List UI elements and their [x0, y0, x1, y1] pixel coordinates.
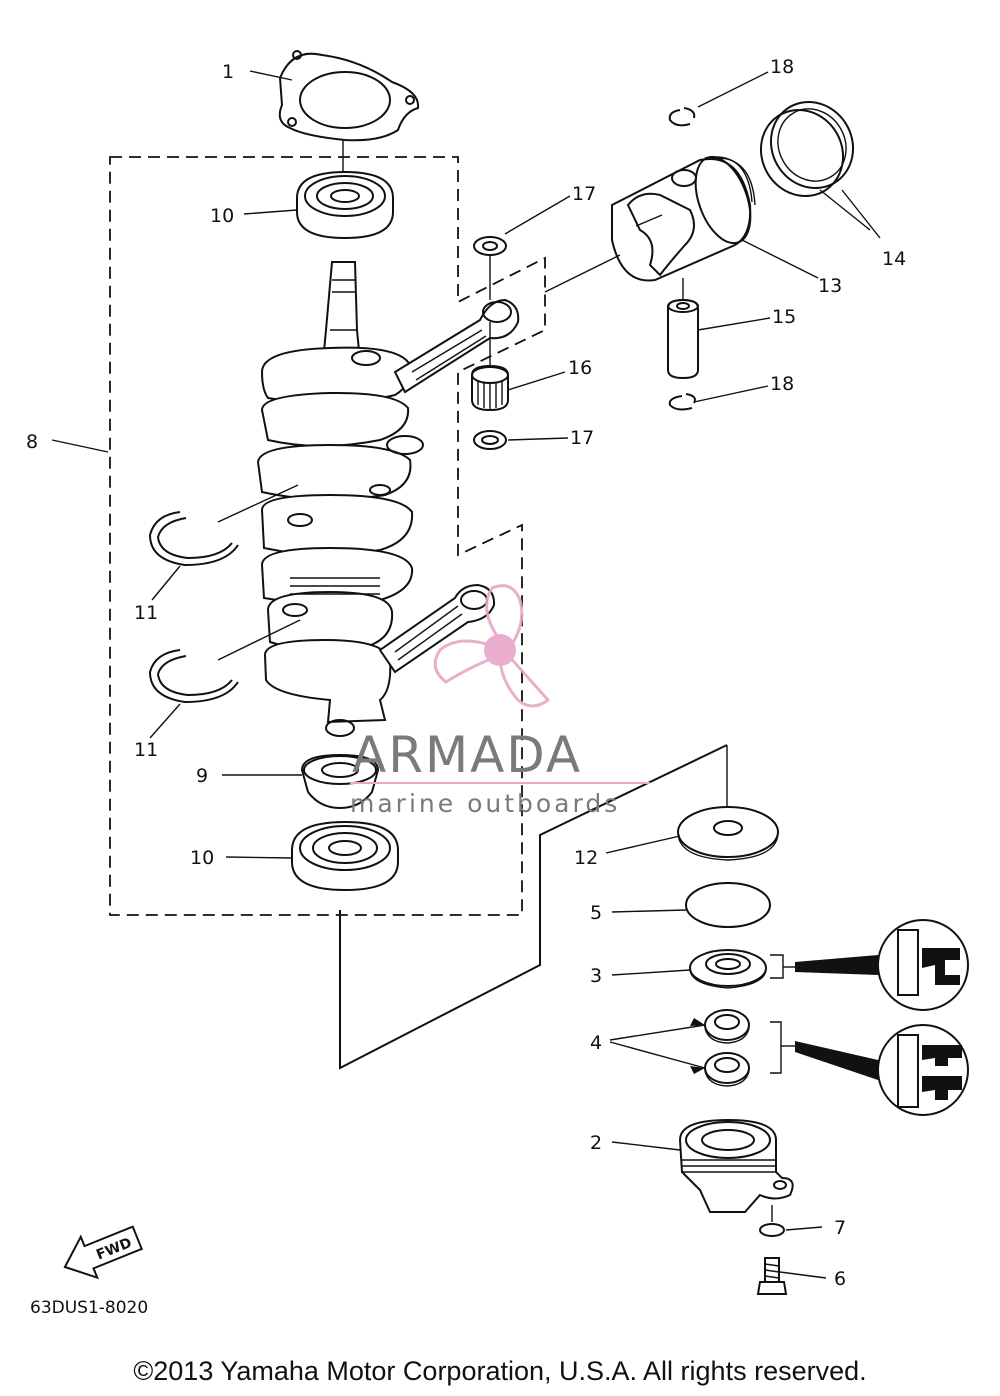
callout-11-lower: 11 [134, 739, 158, 761]
part-thrust-washer-upper [473, 236, 507, 256]
part-crankshaft [256, 261, 424, 737]
callout-7: 7 [834, 1217, 846, 1239]
assembly-routing-line [339, 744, 728, 1070]
copyright-notice: ©2013 Yamaha Motor Corporation, U.S.A. A… [133, 1356, 866, 1386]
callout-2: 2 [590, 1132, 602, 1154]
callout-14: 14 [882, 248, 906, 270]
callout-10-bottom: 10 [190, 847, 214, 869]
part-seal-housing [678, 1118, 794, 1213]
callout-12: 12 [574, 847, 598, 869]
part-gasket [278, 50, 420, 142]
callout-13: 13 [818, 275, 842, 297]
callout-17-top: 17 [572, 183, 596, 205]
callout-11-upper: 11 [134, 602, 158, 624]
callout-10-top: 10 [210, 205, 234, 227]
callout-4: 4 [590, 1032, 602, 1054]
leader-lines [51, 70, 881, 1279]
part-circlip-upper [148, 511, 239, 567]
part-circlip-lower [148, 649, 239, 704]
part-piston-pin-clip-upper [668, 109, 691, 127]
part-connecting-rod-upper [393, 298, 520, 394]
part-piston-rings [759, 100, 855, 198]
diagram-part-code: 63DUS1-8020 [30, 1298, 148, 1318]
callout-1: 1 [222, 61, 234, 83]
part-needle-bearing [471, 364, 509, 412]
callout-6: 6 [834, 1268, 846, 1290]
part-bolt [756, 1257, 788, 1295]
callout-18-bottom: 18 [770, 373, 794, 395]
forward-direction-arrow: FWD [63, 1225, 144, 1280]
part-crankshaft-seal [300, 753, 380, 810]
callout-18-top: 18 [770, 56, 794, 78]
callout-3: 3 [590, 965, 602, 987]
part-piston-pin-clip-lower [668, 395, 693, 411]
part-connecting-rod-lower [378, 583, 496, 674]
part-piston [611, 155, 756, 282]
propeller-icon [433, 584, 551, 708]
part-oil-seal-pair [704, 1009, 750, 1087]
watermark-logo [433, 584, 551, 708]
callout-5: 5 [590, 902, 602, 924]
part-bolt-washer [759, 1223, 785, 1237]
crankshaft-assembly-boundary [109, 156, 546, 916]
callout-17-bottom: 17 [570, 427, 594, 449]
part-washer-plate [677, 806, 779, 861]
part-bearing-bottom [291, 820, 399, 892]
watermark-tagline: marine outboards [350, 789, 620, 818]
callout-16: 16 [568, 357, 592, 379]
seal-detail-circle-pair [877, 1024, 969, 1116]
part-thrust-washer-lower [473, 430, 507, 450]
callout-8: 8 [26, 431, 38, 453]
part-oil-seal-single [689, 949, 767, 989]
watermark-brand: ARMADA [352, 726, 582, 784]
part-piston-pin [667, 298, 699, 380]
seal-detail-circle-single [877, 919, 969, 1011]
callout-15: 15 [772, 306, 796, 328]
part-bearing-top [296, 170, 394, 240]
part-o-ring [685, 882, 771, 928]
callout-9: 9 [196, 765, 208, 787]
